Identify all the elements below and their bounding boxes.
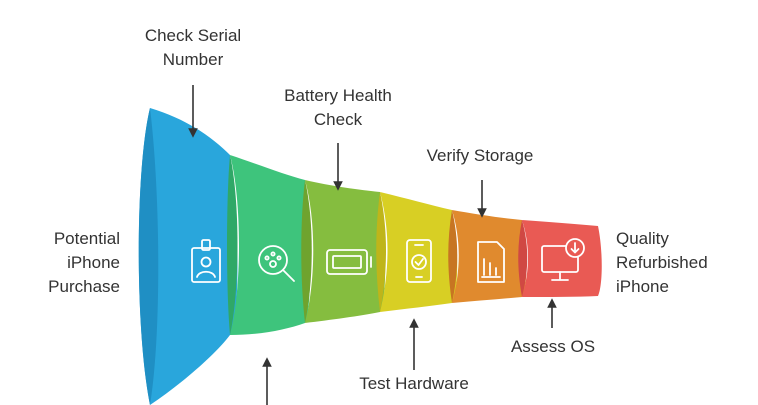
stage-3-label: Battery Health Check [284, 86, 392, 129]
funnel-stage-6 [518, 220, 602, 297]
funnel-stage-2 [227, 155, 311, 335]
stage-5-label: Verify Storage [426, 146, 534, 165]
funnel-stage-4 [376, 192, 458, 312]
battery-icon [326, 249, 372, 275]
stage-4-label: Test Hardware [359, 374, 469, 393]
end-label: Quality Refurbished iPhone [616, 229, 708, 296]
magnifier-paw-icon [258, 245, 295, 282]
stage-6-label: Assess OS [510, 337, 596, 356]
id-badge-icon [191, 239, 221, 283]
stage-1-label: Check Serial Number [144, 26, 242, 69]
funnel-stage-5 [448, 210, 527, 303]
funnel-stage-3 [301, 180, 386, 323]
monitor-download-icon [541, 238, 585, 281]
funnel-stage-1 [138, 108, 238, 405]
start-label: Potential iPhone Purchase [48, 229, 120, 296]
phone-check-icon [406, 239, 432, 283]
sd-card-chart-icon [477, 241, 505, 283]
